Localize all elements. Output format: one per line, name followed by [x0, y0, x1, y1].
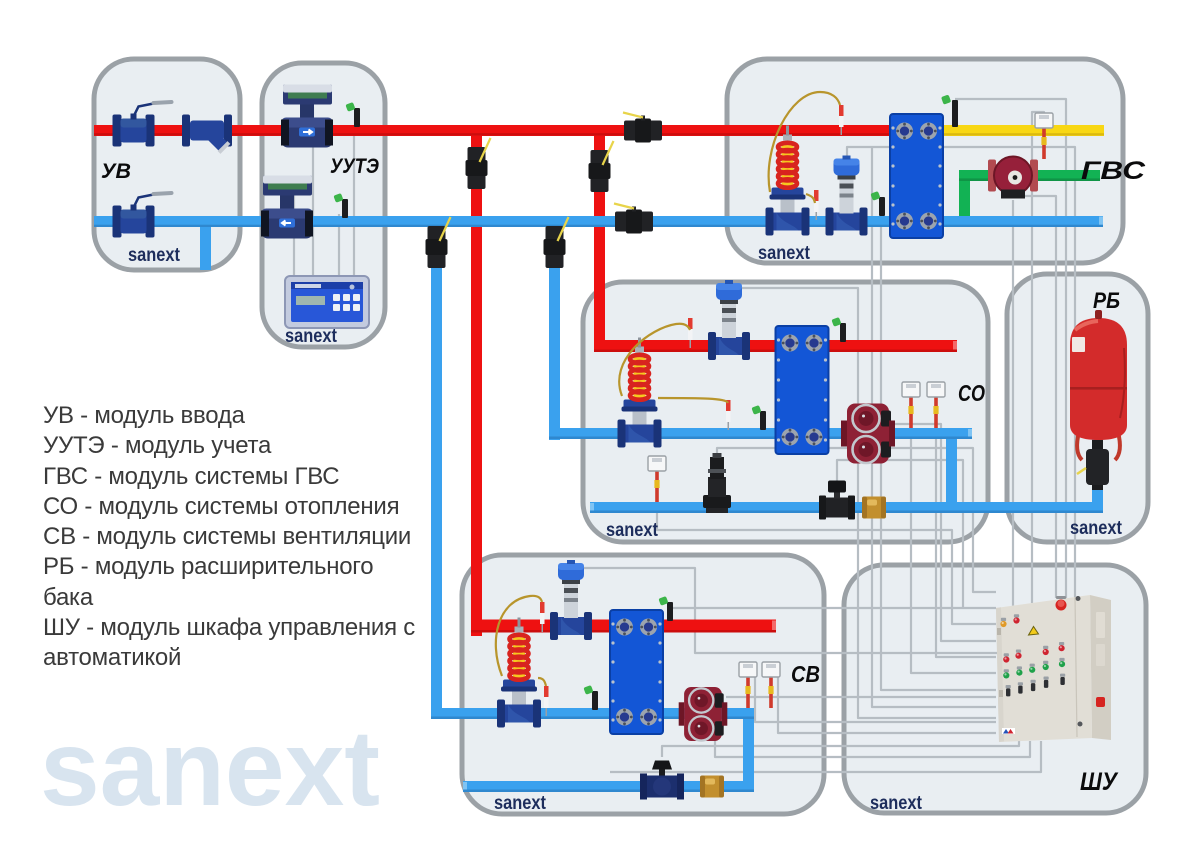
svg-text:СВ - модуль системы вентиляции: СВ - модуль системы вентиляции	[43, 523, 411, 550]
svg-text:автоматикой: автоматикой	[43, 644, 181, 671]
svg-text:РБ - модуль расширительного: РБ - модуль расширительного	[43, 553, 373, 580]
svg-text:РБ: РБ	[1093, 288, 1120, 313]
svg-text:sanext: sanext	[1070, 518, 1123, 539]
svg-text:ШУ: ШУ	[1080, 768, 1119, 796]
svg-text:СО - модуль системы отопления: СО - модуль системы отопления	[43, 493, 399, 520]
svg-text:sanext: sanext	[758, 243, 811, 264]
svg-text:бака: бака	[43, 584, 94, 611]
svg-text:sanext: sanext	[128, 245, 181, 266]
svg-text:sanext: sanext	[870, 793, 923, 814]
svg-text:ШУ - модуль шкафа управления с: ШУ - модуль шкафа управления с	[43, 614, 415, 641]
svg-text:sanext: sanext	[494, 793, 547, 814]
svg-text:УВ - модуль ввода: УВ - модуль ввода	[43, 402, 246, 429]
svg-text:СО: СО	[958, 380, 985, 406]
svg-text:СВ: СВ	[791, 661, 820, 687]
svg-text:УВ: УВ	[101, 160, 131, 183]
svg-text:sanext: sanext	[40, 707, 380, 828]
svg-text:sanext: sanext	[285, 326, 338, 347]
svg-text:ГВС - модуль системы ГВС: ГВС - модуль системы ГВС	[43, 463, 339, 490]
svg-text:sanext: sanext	[606, 520, 659, 541]
svg-text:ГВС: ГВС	[1081, 157, 1146, 185]
svg-text:УУТЭ: УУТЭ	[330, 155, 379, 178]
svg-text:УУТЭ - модуль учета: УУТЭ - модуль учета	[43, 432, 272, 459]
